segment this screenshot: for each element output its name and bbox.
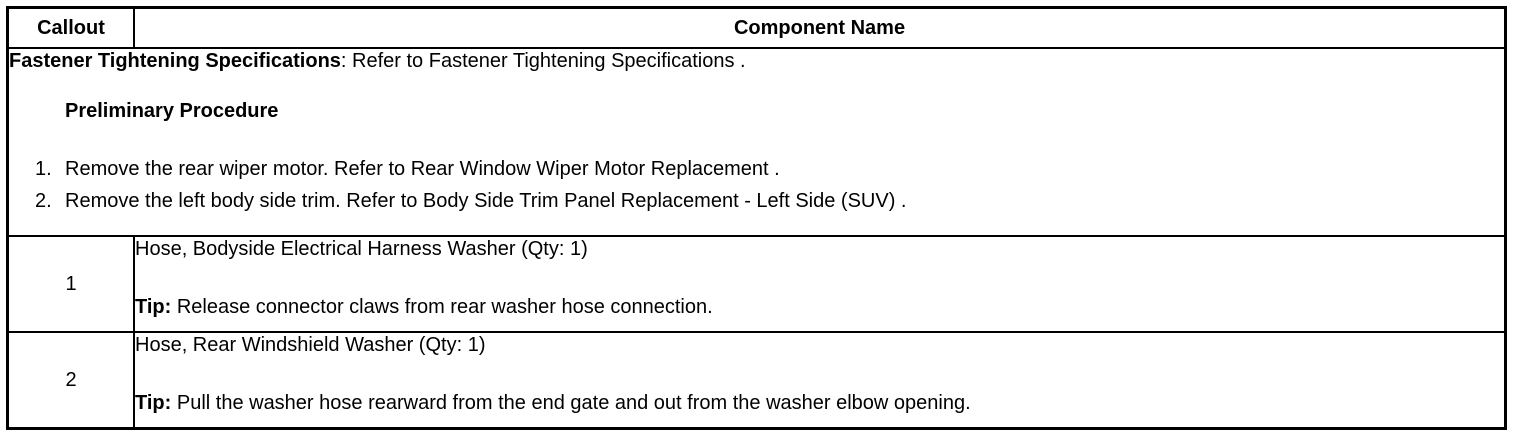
fastener-spec-label: Fastener Tightening Specifications: [9, 50, 341, 72]
step-text: Remove the rear wiper motor. Refer to Re…: [65, 158, 780, 180]
callout-cell: 2: [6, 331, 135, 430]
intro-row: Fastener Tightening Specifications: Refe…: [6, 47, 1507, 237]
step-item: 2. Remove the left body side trim. Refer…: [9, 185, 1504, 217]
fastener-spec-text: : Refer to Fastener Tightening Specifica…: [340, 50, 746, 72]
component-name: Hose, Rear Windshield Washer (Qty: 1): [135, 334, 486, 356]
component-cell: Hose, Bodyside Electrical Harness Washer…: [133, 235, 1507, 333]
callout-cell: 1: [6, 235, 135, 333]
table-row: 2 Hose, Rear Windshield Washer (Qty: 1) …: [6, 331, 1507, 430]
component-tip: Tip: Pull the washer hose rearward from …: [135, 391, 1504, 415]
component-name: Hose, Bodyside Electrical Harness Washer…: [135, 238, 588, 260]
intro-cell: Fastener Tightening Specifications: Refe…: [6, 47, 1507, 237]
header-row: Callout Component Name: [6, 6, 1507, 49]
component-tip: Tip: Release connector claws from rear w…: [135, 295, 1504, 319]
tip-label: Tip:: [135, 296, 172, 318]
header-callout: Callout: [6, 6, 135, 49]
step-text: Remove the left body side trim. Refer to…: [65, 190, 907, 212]
step-item: 1. Remove the rear wiper motor. Refer to…: [9, 153, 1504, 185]
tip-text: Release connector claws from rear washer…: [171, 296, 713, 318]
fastener-spec-line: Fastener Tightening Specifications: Refe…: [9, 49, 1504, 73]
step-number: 2.: [35, 190, 52, 212]
header-component-name: Component Name: [133, 6, 1507, 49]
preliminary-steps: 1. Remove the rear wiper motor. Refer to…: [9, 153, 1504, 217]
component-cell: Hose, Rear Windshield Washer (Qty: 1) Ti…: [133, 331, 1507, 430]
tip-label: Tip:: [135, 392, 172, 414]
preliminary-procedure-title: Preliminary Procedure: [65, 100, 279, 122]
tip-text: Pull the washer hose rearward from the e…: [171, 392, 971, 414]
table-row: 1 Hose, Bodyside Electrical Harness Wash…: [6, 235, 1507, 333]
component-table: Callout Component Name Fastener Tighteni…: [6, 6, 1507, 430]
step-number: 1.: [35, 158, 52, 180]
